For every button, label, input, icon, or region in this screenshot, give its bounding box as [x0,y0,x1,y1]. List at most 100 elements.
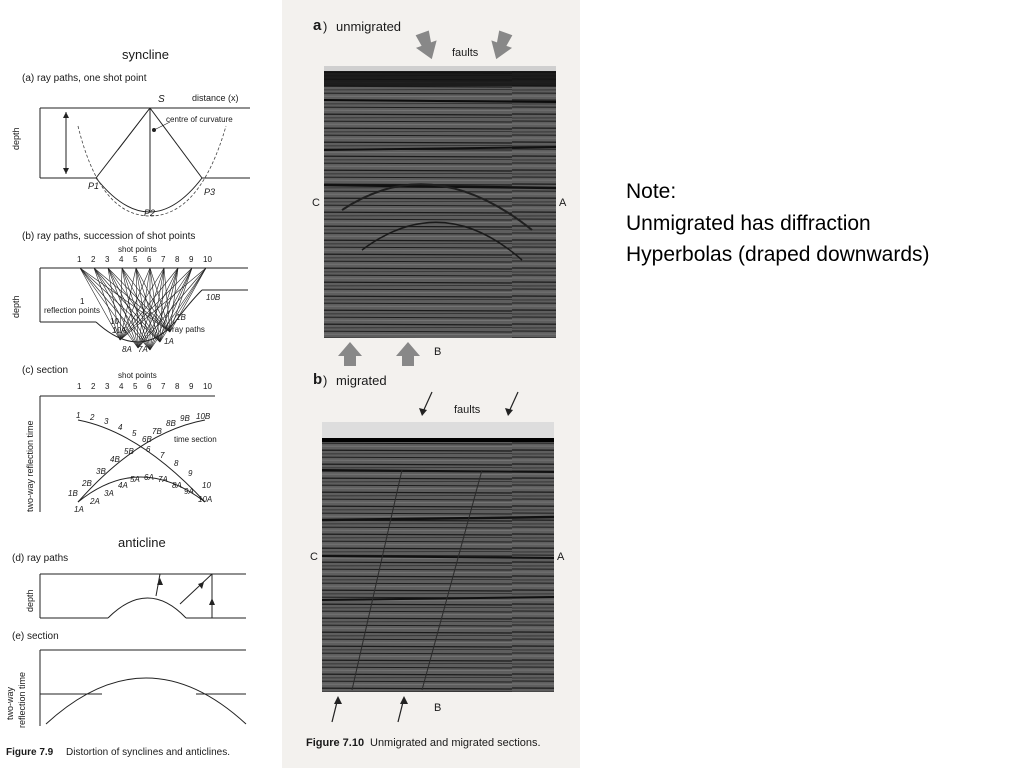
c-numbers-item: 10 [203,382,212,391]
b-numbers-item: 6 [147,255,152,264]
c-bottom-item: 8A [172,481,182,490]
tag-7a: 7A [138,345,148,354]
reflection-points-label: reflection points [44,306,101,315]
ray-path-line [149,267,207,351]
c-lower-item: 7 [160,451,165,460]
c-numbers-item: 8 [175,382,180,391]
ray-path-line [79,267,139,349]
tag-10: 10 [110,317,119,326]
tag-1a: 1A [164,337,174,346]
c-upper-item: 7B [152,427,162,436]
faults-label-bottom: faults [454,404,481,416]
figure-7-9: syncline (a) ray paths, one shot point S… [0,0,280,768]
depth-label-d: depth [25,589,35,612]
ray-path-line [119,267,165,341]
c-bottom-item: 9A [184,487,194,496]
c-upper-item: 9B [180,414,190,423]
c-upper-item: 6B [142,435,152,444]
migrated-title: migrated [336,373,387,388]
panel-b-diagram [39,267,248,351]
ray-path-line [119,267,123,341]
note-heading: Note: [626,180,677,203]
seismic-sections [321,30,557,723]
c-bottom-item: 4A [118,481,128,490]
c-numbers-item: 7 [161,382,166,391]
c-bottom-item: 3A [104,489,114,498]
ray-path-line [119,267,207,341]
c-upper-item: 10B [196,412,211,421]
depth-label-a: depth [11,127,21,150]
c-lower-item: 2B [82,479,92,488]
panel-c-diagram [39,395,215,512]
c-bottom-item: 1A [74,505,84,514]
figure-7-10-caption-number: Figure 7.10 [306,737,365,749]
note-line-2: Hyperbolas (draped downwards) [626,243,930,266]
panel-a-label: (a) ray paths, one shot point [22,73,147,84]
ray-path-line [107,267,151,351]
ray-path-line [93,267,151,351]
c-numbers-item: 4 [119,382,124,391]
ray-path-line [107,267,139,349]
c-lower-item: 9 [188,469,193,478]
ray-path-line [135,267,171,333]
c-numbers-item: 5 [133,382,138,391]
b-numbers-item: 3 [105,255,110,264]
c-upper-item: 8B [166,419,176,428]
ray-paths-label: ray paths [172,325,205,334]
ray-path-line [119,267,193,341]
ray-path-line [107,267,161,343]
ray-path-line [121,267,139,349]
panel-a-letter: a [313,17,322,34]
b-numbers-item: 10 [203,255,212,264]
c-upper-item: 1 [76,411,81,420]
figure-7-9-caption-text: Distortion of synclines and anticlines. [66,747,230,758]
c-bottom-item: 6A [144,473,154,482]
ray-path-line [169,267,179,333]
two-way-time-axis-c: two-way reflection time [25,420,35,512]
ray-path-line [93,267,121,341]
panel-d-diagram [39,573,246,619]
c-lower-item: 5B [124,447,134,456]
shot-points-c: shot points [118,371,157,380]
ray-path-line [159,267,207,343]
ray-path-line [119,267,137,341]
ray-path-line [159,267,193,343]
b-numbers-item: 9 [189,255,194,264]
tag-10a: 10A [112,326,127,335]
figure-7-9-caption-number: Figure 7.9 [6,747,54,758]
c-bottom-item: 5A [130,475,140,484]
centre-of-curvature-label: centre of curvature [166,115,233,124]
label-c-bottom: C [310,551,318,563]
label-c-top: C [312,197,320,209]
c-numbers-item: 9 [189,382,194,391]
c-lower-item: 8 [174,459,179,468]
syncline-title: syncline [122,47,169,62]
distance-label: distance (x) [192,93,239,103]
p1-label: P1 [88,181,100,191]
shot-points-b: shot points [118,245,157,254]
label-b-top: B [434,346,442,358]
c-bottom-item: 7A [158,475,168,484]
p2-label: P2 [144,208,156,218]
ray-path-line [79,267,121,341]
panel-e-label: (e) section [12,631,59,642]
ray-path-line [137,267,165,349]
b-numbers-item: 5 [133,255,138,264]
ray-path-line [119,267,179,341]
c-lower-item: 1B [68,489,78,498]
shot-point-s: S [158,94,165,105]
figure-7-10: a ) unmigrated faults [282,0,580,768]
label-a-bottom: A [557,551,565,563]
label-a-top: A [559,197,567,209]
c-lower-item: 10 [202,481,211,490]
tag-1: 1 [80,297,85,306]
figure-7-10-caption-text: Unmigrated and migrated sections. [370,737,541,749]
label-b-bottom: B [434,702,442,714]
ray-path-line [169,267,193,333]
panel-c-label: (c) section [22,365,69,376]
ray-path-line [121,267,171,333]
c-upper-item: 4 [118,423,123,432]
tag-8a: 8A [122,345,132,354]
p3-label: P3 [204,187,216,197]
ray-path-line [121,267,151,351]
